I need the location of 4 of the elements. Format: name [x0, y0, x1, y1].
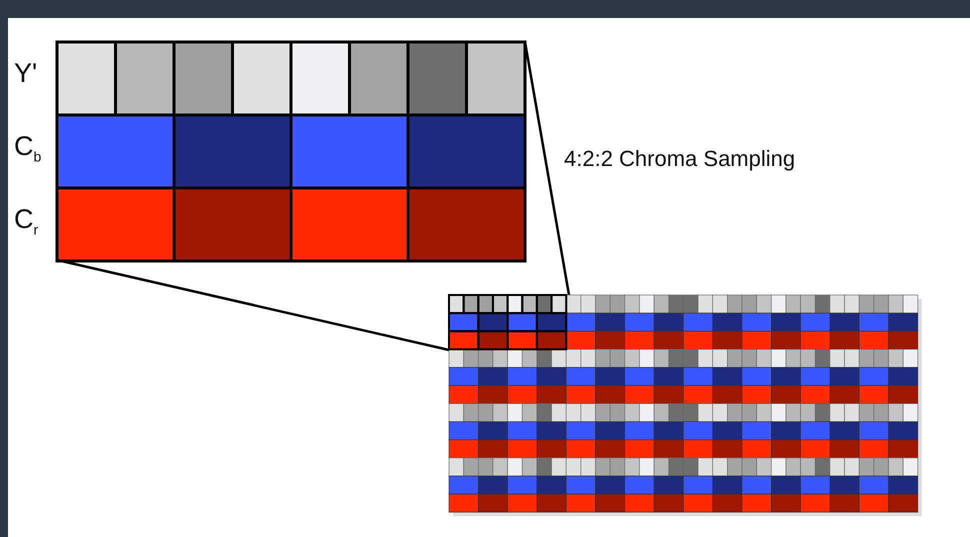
row-label: C$_{r}$: [14, 206, 38, 236]
title: 4:2:2 Chroma Sampling: [564, 146, 796, 172]
row-label: Y': [14, 60, 38, 87]
row-label: C$_{b}$: [14, 133, 42, 164]
